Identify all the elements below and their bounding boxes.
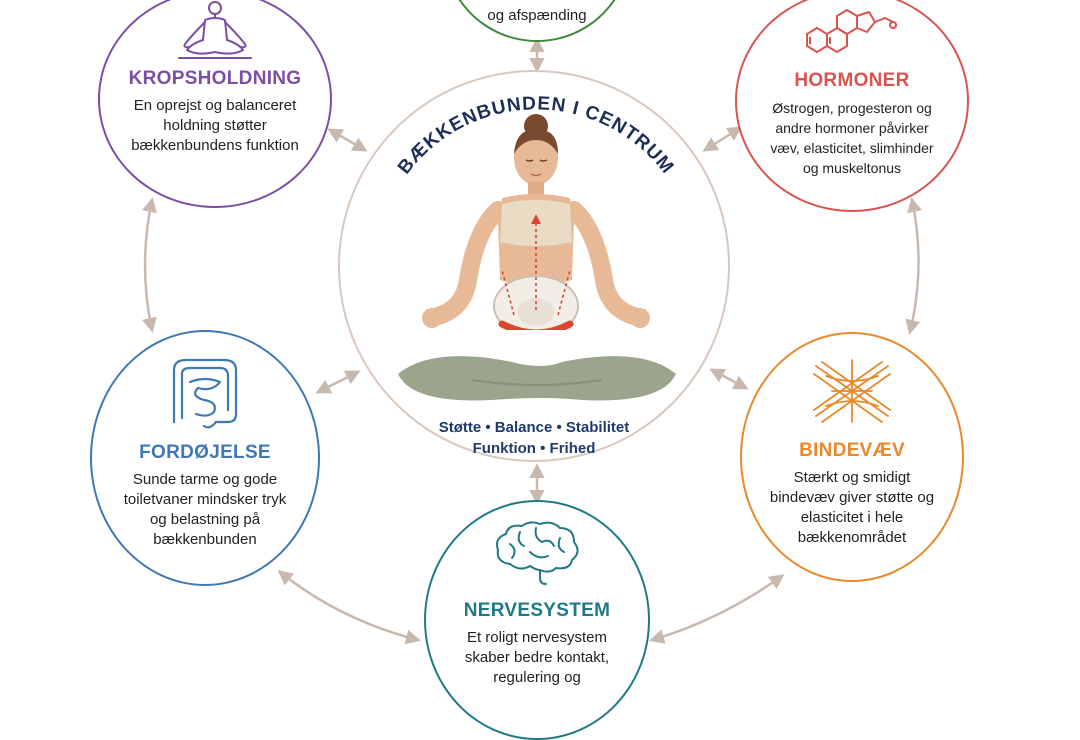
node-nervous: NERVESYSTEM Et roligt nervesystem skaber… — [424, 500, 650, 740]
crossed-legs-illustration — [398, 356, 676, 401]
arrow-hormones-center — [702, 126, 743, 152]
meditation-figure-icon — [178, 1, 252, 59]
node-connective: BINDEVÆV Stærkt og smidigt bindevæv give… — [740, 332, 964, 582]
arrow-digestion-center — [315, 370, 361, 394]
node-breathing-desc: og afspænding — [487, 7, 587, 24]
intestine-icon — [172, 358, 238, 429]
node-nervous-title: NERVESYSTEM — [463, 600, 611, 621]
center-circle: BÆKKENBUNDEN I CENTRUM — [338, 70, 730, 462]
node-posture: KROPSHOLDNING En oprejst og balanceret h… — [98, 0, 332, 208]
node-posture-desc: En oprejst og balanceret holdning støtte… — [131, 97, 299, 154]
center-pillars-line2: Funktion • Frihed — [472, 440, 596, 457]
arrow-digestion-nervous — [277, 570, 421, 645]
arrow-connective-center — [709, 368, 749, 390]
node-hormones: HORMONER Østrogen, progesteron og andre … — [735, 0, 969, 212]
node-posture-title: KROPSHOLDNING — [128, 68, 302, 89]
node-hormones-desc: Østrogen, progesteron og andre hormoner … — [770, 100, 934, 176]
arrow-posture-center — [327, 128, 368, 152]
node-connective-title: BINDEVÆV — [799, 440, 905, 461]
node-hormones-title: HORMONER — [794, 70, 910, 91]
node-digestion: FORDØJELSE Sunde tarme og gode toiletvan… — [90, 330, 320, 586]
steroid-molecule-icon — [806, 9, 898, 53]
node-connective-desc: Stærkt og smidigt bindevæv giver støtte … — [769, 469, 935, 546]
node-digestion-title: FORDØJELSE — [139, 442, 271, 463]
node-digestion-desc: Sunde tarme og gode toiletvaner mindsker… — [123, 471, 287, 548]
fascia-weave-icon — [813, 359, 891, 423]
arrow-connective-nervous — [649, 574, 785, 644]
arrow-posture-digestion — [142, 197, 157, 333]
arrow-hormones-connective — [905, 197, 922, 335]
brain-icon — [496, 521, 579, 585]
node-nervous-desc: Et roligt nervesystem skaber bedre konta… — [464, 629, 610, 686]
center-pillars-line1: Støtte • Balance • Stabilitet — [438, 419, 630, 436]
connector-arrows — [142, 37, 922, 645]
meditating-woman-illustration — [422, 114, 650, 330]
